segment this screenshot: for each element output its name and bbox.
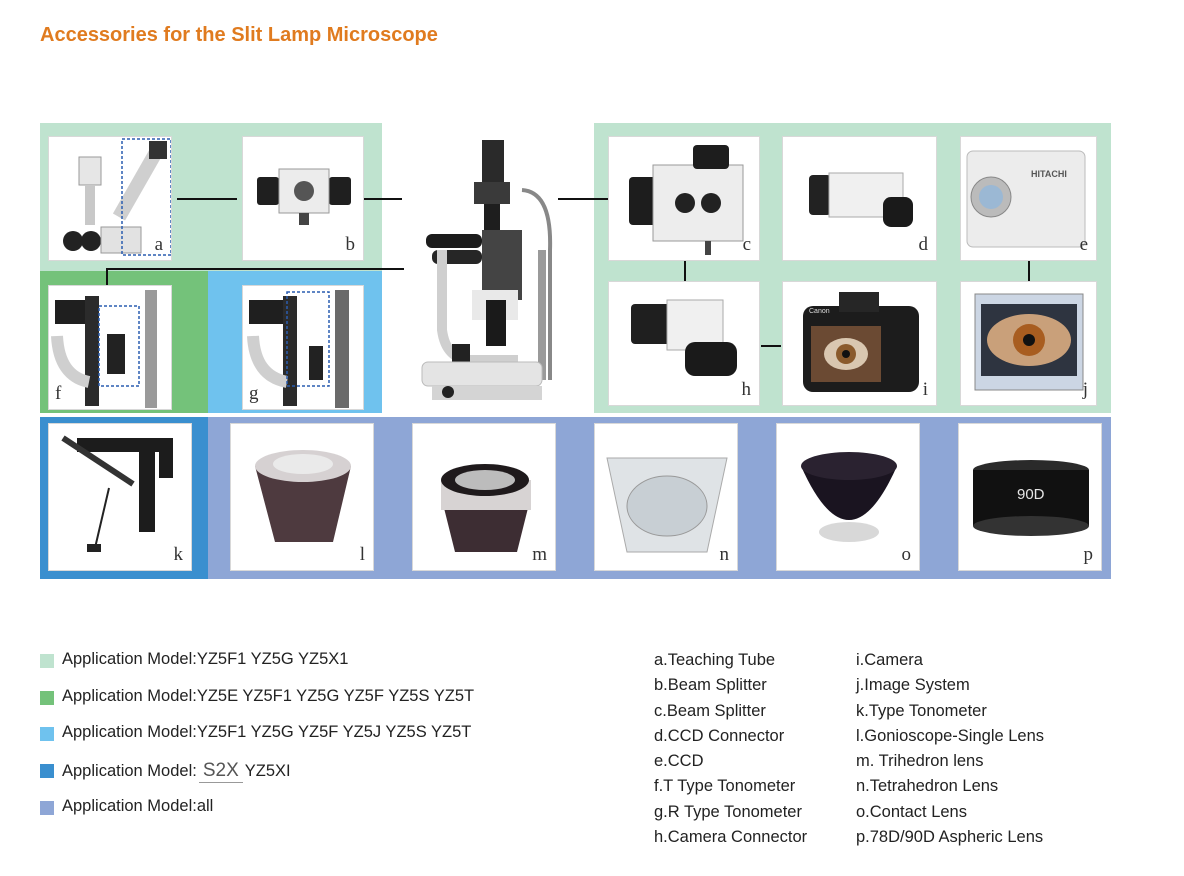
legend-row: Application Model:YZ5F1 YZ5G YZ5X1 <box>40 650 600 672</box>
connector-line <box>106 268 108 286</box>
camera-brand-text: Canon <box>809 308 830 315</box>
card-camera: Canon i <box>782 281 937 406</box>
card-label: j <box>1082 379 1088 400</box>
legend-swatch <box>40 764 54 778</box>
card-label: h <box>741 379 752 400</box>
ccd-brand-text: HITACHI <box>1031 169 1067 179</box>
card-label: m <box>532 544 547 565</box>
card-label: n <box>719 544 730 565</box>
card-gonioscope-single-lens: l <box>230 423 374 571</box>
legend-text: Application Model:YZ5F1 YZ5G YZ5X1 <box>62 650 349 668</box>
legend-text: Application Model:all <box>62 797 214 815</box>
connector-line <box>106 268 404 270</box>
legend-suffix: YZ5XI <box>244 762 291 780</box>
card-label: b <box>345 234 356 255</box>
card-label: i <box>922 379 928 400</box>
list-item: k.Type Tonometer <box>856 701 987 720</box>
accessory-list-col1: a.Teaching Tube b.Beam Splitter c.Beam S… <box>654 651 807 853</box>
legend-text: Application Model:YZ5E YZ5F1 YZ5G YZ5F Y… <box>62 687 475 705</box>
card-teaching-tube: a <box>48 136 172 261</box>
legend-row: Application Model:YZ5E YZ5F1 YZ5G YZ5F Y… <box>40 687 600 709</box>
connector-line <box>761 345 781 347</box>
list-item: g.R Type Tonometer <box>654 802 802 821</box>
card-tetrahedron-lens: n <box>594 423 738 571</box>
card-label: k <box>173 544 184 565</box>
card-beam-splitter-b: b <box>242 136 364 261</box>
connector-line <box>177 198 237 200</box>
list-item: j.Image System <box>856 676 970 695</box>
card-camera-connector: h <box>608 281 760 406</box>
list-item: n.Tetrahedron Lens <box>856 777 999 796</box>
list-item: h.Camera Connector <box>654 828 808 847</box>
list-item: b.Beam Splitter <box>654 676 767 695</box>
legend-row: Application Model:YZ5F1 YZ5G YZ5F YZ5J Y… <box>40 723 600 745</box>
card-label: d <box>918 234 929 255</box>
card-type-tonometer-k: k <box>48 423 192 571</box>
list-item: i.Camera <box>856 651 923 669</box>
list-item: a.Teaching Tube <box>654 651 776 669</box>
list-item: d.CCD Connector <box>654 726 785 745</box>
connector-line <box>364 198 402 200</box>
list-item: f.T Type Tonometer <box>654 777 796 796</box>
list-item: o.Contact Lens <box>856 802 967 821</box>
card-label: p <box>1083 544 1094 565</box>
list-item: m. Trihedron lens <box>856 752 984 771</box>
legend-text: Application Model:YZ5F1 YZ5G YZ5F YZ5J Y… <box>62 723 472 741</box>
card-label: c <box>742 234 751 255</box>
accessory-list-col2: i.Camera j.Image System k.Type Tonometer… <box>856 651 1044 853</box>
card-ccd: HITACHI e <box>960 136 1097 261</box>
legend-swatch <box>40 654 54 668</box>
card-trihedron-lens: m <box>412 423 556 571</box>
card-beam-splitter-c: c <box>608 136 760 261</box>
legend-swatch <box>40 691 54 705</box>
card-image-system: j <box>960 281 1097 406</box>
card-contact-lens: o <box>776 423 920 571</box>
legend-model-s2x: S2X <box>198 760 243 783</box>
connector-line <box>684 261 686 281</box>
page-title: Accessories for the Slit Lamp Microscope <box>40 24 438 46</box>
connector-line <box>558 198 608 200</box>
card-r-type-tonometer: g <box>242 285 364 410</box>
legend-prefix: Application Model: <box>62 762 197 780</box>
legend-row: Application Model:all <box>40 797 600 819</box>
card-label: a <box>154 234 163 255</box>
card-label: l <box>359 544 365 565</box>
list-item: c.Beam Splitter <box>654 701 766 720</box>
card-t-type-tonometer: f <box>48 285 172 410</box>
lens-power-text: 90D <box>1017 486 1045 503</box>
list-item: l.Gonioscope-Single Lens <box>856 726 1045 745</box>
list-item: e.CCD <box>654 752 704 771</box>
card-aspheric-lens: 90D p <box>958 423 1102 571</box>
connector-line <box>1028 261 1030 281</box>
slit-lamp-microscope-image <box>412 130 560 406</box>
card-label: e <box>1079 234 1088 255</box>
legend-swatch <box>40 801 54 815</box>
legend-swatch <box>40 727 54 741</box>
card-ccd-connector: d <box>782 136 937 261</box>
card-label: f <box>55 383 62 404</box>
card-label: g <box>249 383 259 404</box>
list-item: p.78D/90D Aspheric Lens <box>856 828 1044 847</box>
card-label: o <box>901 544 912 565</box>
